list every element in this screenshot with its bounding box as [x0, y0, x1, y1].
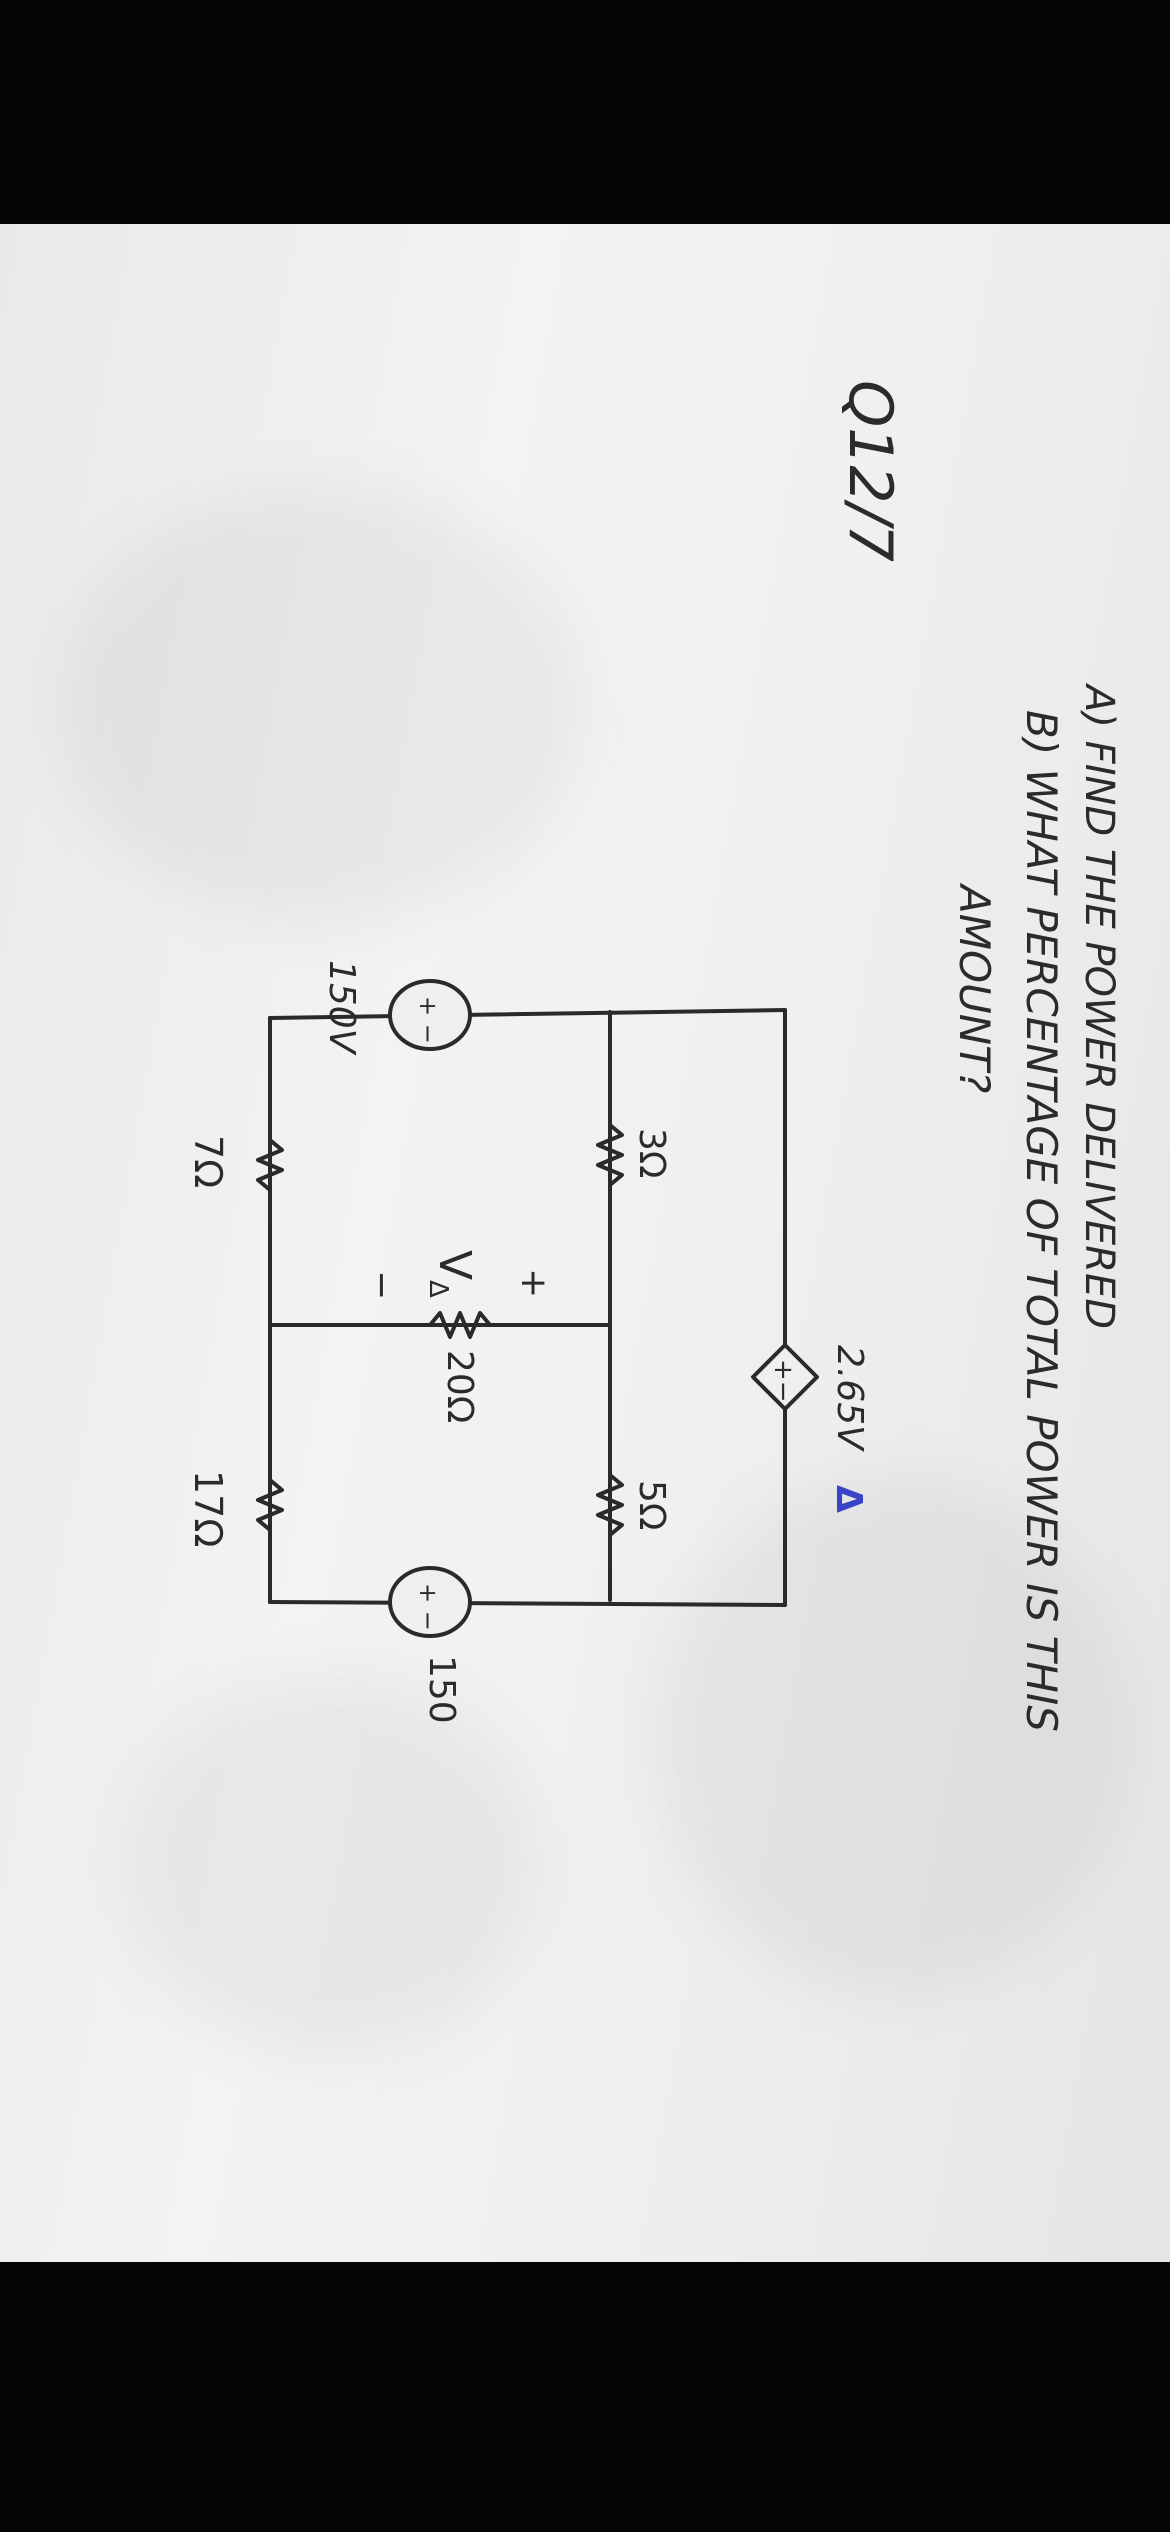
- resistor-20-ohm: 20Ω: [428, 1311, 492, 1423]
- top-black-bar: [0, 0, 1170, 224]
- voltage-source-left: + − 150V: [321, 960, 472, 1056]
- dependent-source-value: 2.65V: [829, 1345, 870, 1452]
- right-source-value: 150: [421, 1655, 462, 1724]
- question-part-a: A) FIND THE POWER DELIVERED: [1076, 682, 1122, 1329]
- svg-text:Δ: Δ: [423, 1280, 453, 1298]
- voltage-source-right: + − 150: [388, 1566, 472, 1724]
- question-number: Q12/7: [835, 380, 905, 562]
- resistor-20-ohm-label: 20Ω: [439, 1350, 480, 1423]
- circuit-wires: [268, 1008, 787, 1607]
- bottom-black-bar: [0, 2262, 1170, 2532]
- resistor-3-ohm-label: 3Ω: [631, 1128, 672, 1178]
- question-part-b-line2: AMOUNT?: [950, 882, 999, 1093]
- resistor-5-ohm: 5Ω: [596, 1473, 672, 1537]
- dependent-voltage-source: +− 2.65V Δ: [751, 1343, 870, 1513]
- dependent-source-polarity: +−: [768, 1359, 798, 1403]
- resistor-7-ohm: 7Ω: [186, 1135, 284, 1192]
- v-delta-label: + V Δ −: [361, 1250, 554, 1300]
- left-source-value: 150V: [321, 960, 362, 1056]
- resistor-17-ohm-label: 17Ω: [186, 1470, 230, 1547]
- resistor-5-ohm-label: 5Ω: [631, 1480, 672, 1530]
- paper-photo: [0, 224, 1170, 2262]
- resistor-7-ohm-label: 7Ω: [186, 1135, 230, 1188]
- resistor-3-ohm: 3Ω: [596, 1123, 672, 1187]
- delta-label: Δ: [828, 1485, 869, 1513]
- right-source-polarity: + −: [414, 1583, 442, 1631]
- svg-text:+: +: [513, 1268, 554, 1298]
- svg-text:−: −: [361, 1270, 402, 1300]
- svg-text:V: V: [429, 1250, 480, 1280]
- left-source-polarity: + −: [414, 996, 442, 1044]
- resistor-17-ohm: 17Ω: [186, 1470, 284, 1547]
- question-part-b-line1: B) WHAT PERCENTAGE OF TOTAL POWER IS THI…: [1017, 710, 1066, 1732]
